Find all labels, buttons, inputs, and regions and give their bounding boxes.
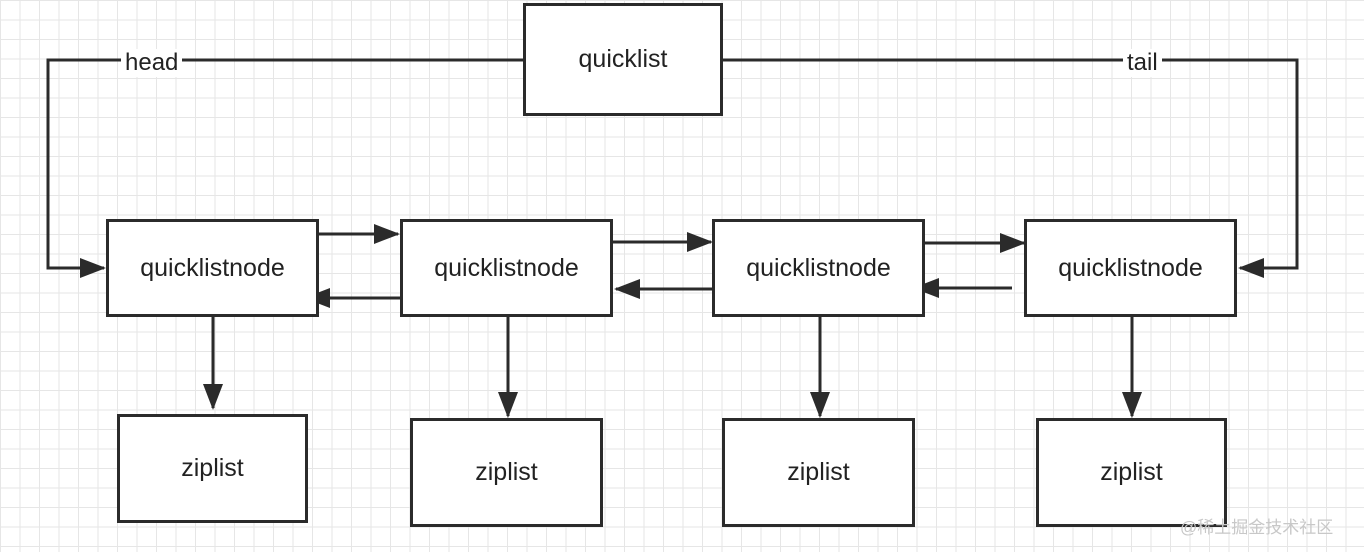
ziplist-box-3: ziplist <box>722 418 915 527</box>
watermark: @稀土掘金技术社区 <box>1180 518 1334 537</box>
quicklistnode-box-2: quicklistnode <box>400 219 613 317</box>
head-label: head <box>121 49 183 77</box>
tail-pointer-line <box>722 58 1299 278</box>
quicklistnode-box-4: quicklistnode <box>1024 219 1237 317</box>
quicklist-box: quicklist <box>523 3 723 116</box>
quicklistnode-box-3: quicklistnode <box>712 219 925 317</box>
ziplist-box-2: ziplist <box>410 418 603 527</box>
ziplist-box-1: ziplist <box>117 414 308 523</box>
ziplist-box-4: ziplist <box>1036 418 1227 527</box>
quicklistnode-box-1: quicklistnode <box>106 219 319 317</box>
head-pointer-line <box>46 58 524 278</box>
tail-label: tail <box>1123 49 1162 77</box>
